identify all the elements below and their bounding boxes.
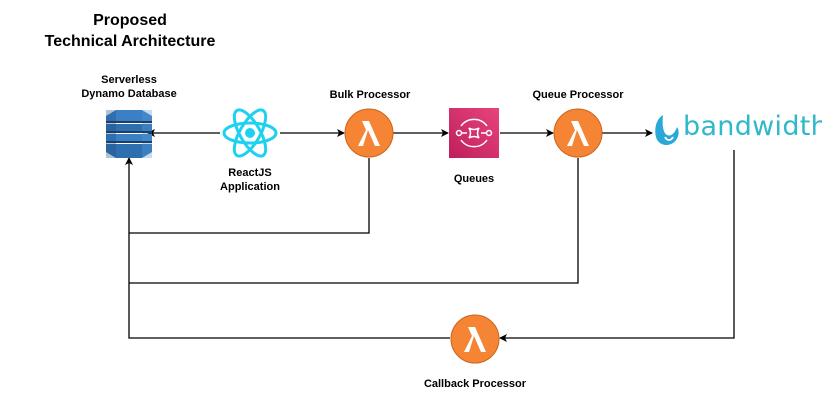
title-line-1: Proposed	[93, 12, 167, 29]
dynamo-label: Serverless Dynamo Database	[70, 73, 188, 101]
edge-bandwidth-to-callback	[499, 150, 735, 342]
dynamo-label-line-1: Serverless	[101, 74, 157, 86]
dynamo-label-line-2: Dynamo Database	[81, 88, 177, 100]
sqs-icon[interactable]	[449, 108, 499, 158]
react-label: ReactJS Application	[200, 166, 300, 194]
lambda-icon[interactable]	[553, 108, 603, 158]
react-icon[interactable]	[221, 108, 279, 158]
react-label-line-1: ReactJS	[228, 167, 272, 179]
react-label-line-2: Application	[220, 181, 280, 193]
diagram-title: Proposed Technical Architecture	[0, 10, 260, 52]
lambda-icon[interactable]	[344, 108, 394, 158]
dynamodb-icon[interactable]	[100, 110, 158, 158]
queues-label: Queues	[453, 173, 495, 185]
callback-processor-label: Callback Processor	[423, 378, 527, 390]
edge-queue-processor-to-dynamo	[129, 158, 579, 284]
lambda-icon[interactable]	[450, 314, 500, 364]
queue-processor-label: Queue Processor	[532, 89, 624, 101]
edge-bulk-to-dynamo	[129, 158, 370, 234]
bulk-processor-label: Bulk Processor	[329, 89, 411, 101]
edge-callback-to-dynamo	[125, 157, 450, 339]
title-line-2: Technical Architecture	[44, 33, 216, 50]
bandwidth-logo-icon[interactable]	[653, 113, 683, 149]
bandwidth-wordmark: bandwidth	[683, 111, 822, 142]
